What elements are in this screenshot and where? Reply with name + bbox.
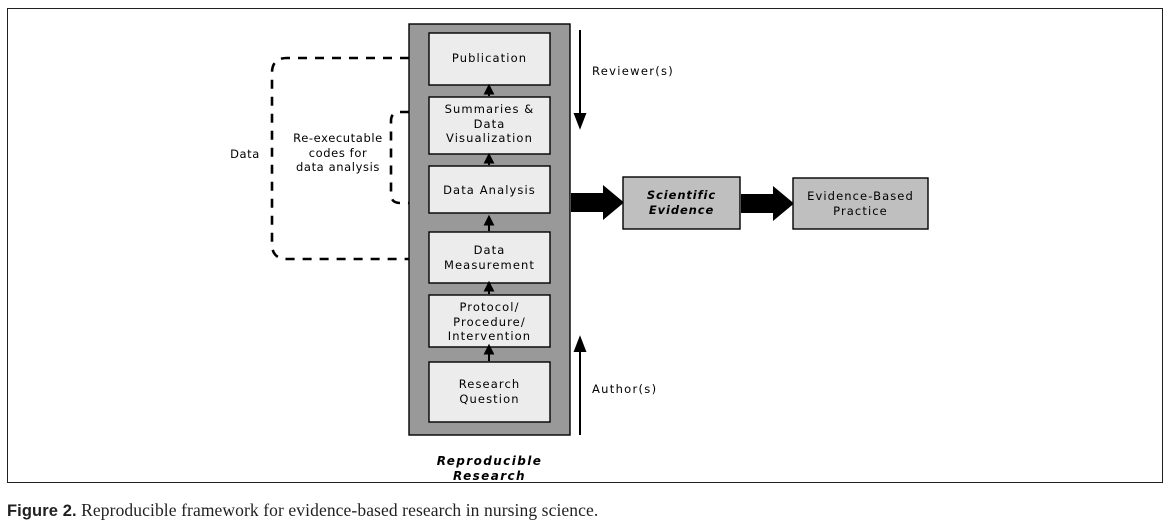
stage-label-research-question: Research Question [458,377,521,406]
stage-label-publication: Publication [451,51,528,65]
stage-label-data-analysis: Data Analysis [443,183,536,197]
figure-caption: Figure 2. Reproducible framework for evi… [7,500,1157,521]
outcome-label-evidence-based-practice: Evidence-Based Practice [807,189,914,218]
figure-caption-number: Figure 2. [7,502,77,520]
bracket-label-re-executable-codes: Re-executable codes for data analysis [293,131,383,175]
actor-label-authors: Author(s) [592,382,658,396]
figure-border [7,8,1163,483]
stage-label-summaries: Summaries & Data Visualization [444,102,535,146]
figure-caption-text: Reproducible framework for evidence-base… [81,500,599,520]
stage-label-protocol: Protocol/ Procedure/ Intervention [447,300,532,344]
outcome-label-scientific-evidence: Scientific Evidence [646,188,717,217]
bracket-label-data: Data [230,147,260,161]
stage-label-data-measurement: Data Measurement [443,243,536,272]
actor-label-reviewers: Reviewer(s) [592,64,675,78]
reproducible-research-caption: Reproducible Research [436,454,543,484]
